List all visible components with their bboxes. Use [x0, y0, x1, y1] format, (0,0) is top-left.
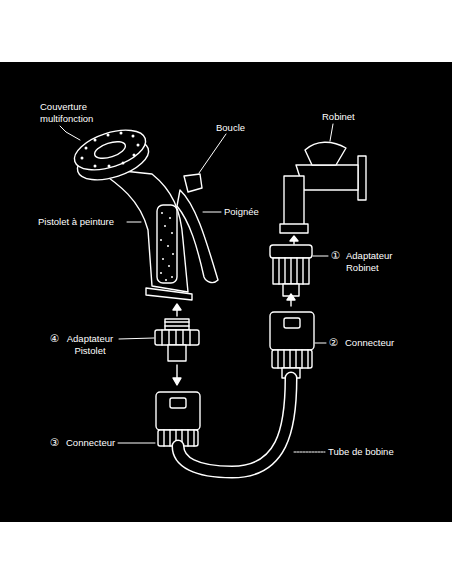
arrow-head [173, 378, 181, 385]
buckle [184, 174, 202, 192]
gun-base [146, 288, 192, 300]
leader-line [118, 443, 155, 444]
connector-window [170, 398, 186, 408]
adapter-nipple [168, 345, 186, 361]
drawing-part [107, 134, 110, 137]
drawing-part [169, 217, 171, 219]
nut-ribs [162, 330, 190, 345]
drawing-part [160, 272, 162, 274]
thread-lines [165, 322, 189, 326]
spray-gun [70, 122, 218, 300]
faucet-spout [284, 176, 304, 226]
grip-panel [157, 205, 177, 283]
part-label: Robinet [322, 111, 355, 123]
adapter-ring [270, 245, 312, 258]
part-label: Adaptateur Pistolet [62, 333, 118, 357]
connector-ribs [278, 350, 308, 368]
callout-number: ④ [50, 332, 59, 344]
drawing [60, 122, 366, 472]
drawing-part [132, 135, 135, 138]
hose-outline [178, 378, 291, 472]
callout-number: ③ [50, 436, 59, 448]
part-label: Poignée [224, 206, 259, 218]
connector-body [156, 392, 200, 430]
drawing-part [171, 276, 173, 278]
leader-line [60, 126, 80, 140]
drawing-part [162, 258, 164, 260]
drawing-part [85, 147, 88, 150]
part-label: Connecteur [66, 437, 115, 449]
leader-line [127, 222, 141, 223]
connector [270, 312, 314, 378]
drawing-part [94, 139, 97, 142]
adapter-nut [155, 330, 199, 345]
leader-line [313, 256, 328, 257]
leader-line [203, 212, 221, 213]
faucet-handle [305, 142, 346, 165]
part-label: Pistolet à peinture [38, 216, 114, 228]
connector-body [270, 312, 314, 350]
leader-lines [60, 124, 333, 452]
drawing-part [122, 162, 125, 165]
connector-nut [272, 350, 312, 368]
drawing-part [167, 245, 169, 247]
faucet-adapter [270, 245, 312, 296]
hose-inner [178, 378, 291, 472]
drawing-part [164, 225, 166, 227]
drawing-part [133, 154, 136, 157]
drawing-part [168, 265, 170, 267]
nozzle-holes [81, 132, 140, 168]
leader-line [330, 124, 333, 141]
adapter-body [273, 258, 309, 284]
arrow-head [173, 304, 181, 310]
faucet-body [296, 165, 358, 190]
drawing-part [171, 232, 173, 234]
drawing-part [137, 144, 140, 147]
background-panel [0, 62, 452, 522]
drawing-part [81, 157, 84, 160]
leader-line [119, 338, 154, 339]
callout-number: ② [329, 336, 338, 348]
nozzle-face [70, 122, 151, 177]
wall-plate [358, 156, 366, 200]
gun-adapter [155, 319, 199, 361]
drawing-part [161, 212, 163, 214]
part-label: Boucle [216, 122, 245, 134]
faucet [280, 142, 366, 233]
spout-ring [280, 224, 308, 233]
drawing-part [172, 253, 174, 255]
adapter-ribs [279, 258, 303, 284]
leader-line [315, 343, 326, 344]
part-label: Couverture multifonction [40, 101, 104, 125]
connector-window [284, 318, 300, 328]
trigger [177, 190, 218, 283]
part-label: Adaptateur Robinet [346, 250, 408, 274]
part-label: Connecteur [345, 337, 394, 349]
drawing-part [165, 279, 167, 281]
drawing-part [160, 239, 162, 241]
drawing-part [94, 165, 97, 168]
arrow-head [287, 294, 295, 300]
gun-body [95, 168, 188, 292]
drawing-part [120, 132, 123, 135]
nozzle-center [93, 138, 128, 161]
grip-texture [160, 212, 174, 281]
leader-line [294, 452, 325, 453]
arrow-head [290, 236, 298, 241]
drawing-part [108, 165, 111, 168]
callout-number: ① [331, 249, 340, 261]
leader-line [199, 134, 226, 173]
adapter-thread [165, 319, 189, 330]
part-label: Tube de bobine [328, 446, 394, 458]
assembly-arrows [173, 236, 298, 385]
connector [156, 392, 200, 446]
